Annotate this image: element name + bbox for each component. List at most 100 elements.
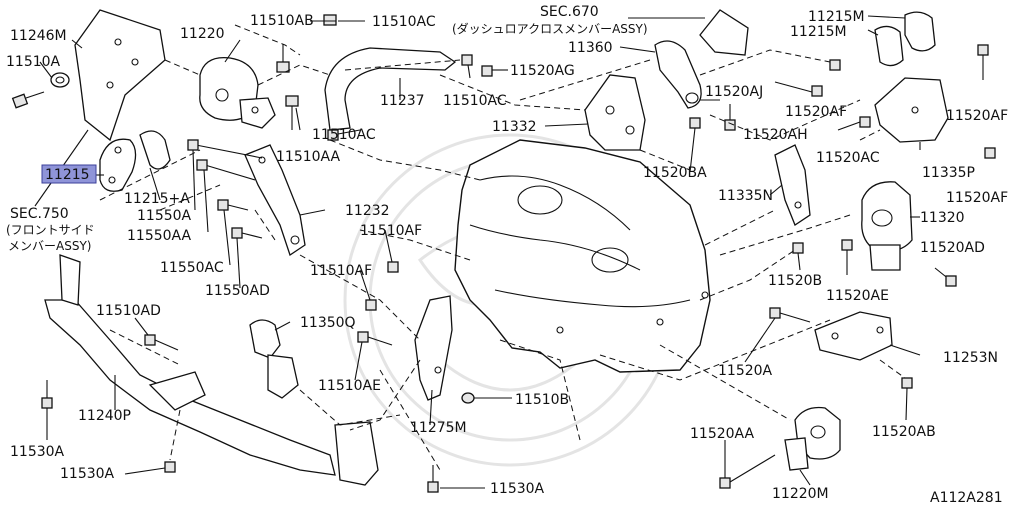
label-11550aa[interactable]: 11550AA: [127, 228, 192, 244]
bolt-11530a-mid: [164, 461, 176, 473]
bracket-11335n: [774, 144, 811, 226]
engine-block: [454, 139, 711, 373]
label-11520a[interactable]: 11520A: [718, 363, 773, 379]
bracket-11335p: [874, 77, 949, 143]
bolt-11510ab: [276, 44, 290, 73]
bolt-11520ba: [689, 117, 701, 129]
crossmember-11240p: [44, 254, 379, 486]
bolt-11510ac-low: [327, 129, 361, 141]
bolt-11520af-mid: [829, 59, 841, 71]
bolt-11520a: [769, 307, 811, 323]
bolt-11510ad: [144, 334, 179, 351]
link-11215: [99, 138, 137, 192]
label-11253n[interactable]: 11253N: [943, 350, 998, 366]
label-11275m[interactable]: 11275M: [410, 420, 467, 436]
label-11520ag[interactable]: 11520AG: [510, 63, 575, 79]
label-11510ad[interactable]: 11510AD: [96, 303, 161, 319]
bolt-11550ac: [217, 199, 249, 211]
label-11510b[interactable]: 11510B: [515, 392, 569, 408]
label-11520aj[interactable]: 11520AJ: [705, 84, 763, 100]
link-11215a: [139, 130, 171, 170]
bolt-11520ae: [841, 239, 853, 275]
label-11530a-3[interactable]: 11530A: [490, 481, 545, 497]
label-11530a-2[interactable]: 11530A: [60, 466, 115, 482]
bracket-11360: [654, 9, 749, 109]
label-11360[interactable]: 11360: [568, 40, 613, 56]
bolt-11510ac-top: [323, 14, 337, 26]
label-11320[interactable]: 11320: [920, 210, 965, 226]
bolt-11520aj: [724, 104, 736, 131]
label-11332[interactable]: 11332: [492, 119, 537, 135]
highlight-box: [41, 164, 97, 184]
label-11520ab[interactable]: 11520AB: [872, 424, 936, 440]
label-11510ab[interactable]: 11510AB: [250, 13, 314, 29]
label-11510ae[interactable]: 11510AE: [318, 378, 381, 394]
label-11510af-2[interactable]: 11510AF: [310, 263, 372, 279]
label-11510af-1[interactable]: 11510AF: [360, 223, 422, 239]
bracket-11253n: [814, 311, 893, 361]
label-11510ac-top[interactable]: 11510AC: [372, 14, 436, 30]
mount-11220m: [784, 406, 841, 471]
bolt-11550a: [187, 139, 263, 159]
label-11520af-3[interactable]: 11520AF: [946, 190, 1008, 206]
dashed-guides: [99, 24, 906, 471]
bolt-11510aa: [285, 95, 299, 130]
sec750-bracket: [74, 9, 166, 142]
label-11246m[interactable]: 11246M: [10, 28, 67, 44]
label-sec670-desc: (ダッシュロアクロスメンバーASSY): [452, 21, 648, 36]
label-11520ae[interactable]: 11520AE: [826, 288, 889, 304]
label-11550ad[interactable]: 11550AD: [205, 283, 270, 299]
label-11335p[interactable]: 11335P: [922, 165, 975, 181]
label-11240p[interactable]: 11240P: [78, 408, 131, 424]
bolt-11510af-b: [365, 299, 377, 311]
mount-11220: [199, 56, 276, 129]
label-11550a[interactable]: 11550A: [137, 208, 192, 224]
label-11510a[interactable]: 11510A: [6, 54, 61, 70]
label-sec750[interactable]: SEC.750: [10, 206, 69, 222]
label-11510ac-low[interactable]: 11510AC: [312, 127, 376, 143]
label-sec750-desc2: メンバーASSY): [8, 239, 91, 253]
label-11220m[interactable]: 11220M: [772, 486, 829, 502]
part-labels: 11246M 11510A 11220 11510AB 11510AC SEC.…: [6, 4, 1008, 506]
bolt-11510ae: [357, 331, 393, 346]
bolt-11520ah: [774, 81, 823, 97]
bracket-11237: [324, 47, 457, 131]
label-11520aa[interactable]: 11520AA: [690, 426, 755, 442]
nut-11520b: [792, 242, 804, 254]
label-11232[interactable]: 11232: [345, 203, 390, 219]
label-11520ah[interactable]: 11520AH: [743, 127, 808, 143]
bracket-11332: [584, 74, 646, 151]
bolt-11510ac-mid: [461, 54, 473, 66]
nut-11510b: [461, 392, 475, 404]
bolt-11520ac-right: [837, 116, 871, 131]
washer-11246m: [50, 72, 70, 88]
label-11215m-1[interactable]: 11215M: [808, 9, 865, 25]
label-11520af-2[interactable]: 11520AF: [946, 108, 1008, 124]
label-11520b[interactable]: 11520B: [768, 273, 822, 289]
label-11215[interactable]: 11215: [45, 167, 90, 183]
label-11550ac[interactable]: 11550AC: [160, 260, 224, 276]
label-sec750-desc1: (フロントサイド: [6, 223, 95, 237]
label-sec670[interactable]: SEC.670: [540, 4, 599, 20]
label-11510ac-mid[interactable]: 11510AC: [443, 93, 507, 109]
bolt-11520aa: [719, 454, 776, 489]
label-11215m-2[interactable]: 11215M: [790, 24, 847, 40]
label-11215a[interactable]: 11215+A: [124, 191, 190, 207]
label-11520ba[interactable]: 11520BA: [643, 165, 707, 181]
label-11237[interactable]: 11237: [380, 93, 425, 109]
bolt-11530a-left: [41, 380, 53, 409]
label-11520af-1[interactable]: 11520AF: [785, 104, 847, 120]
label-11510aa[interactable]: 11510AA: [276, 149, 341, 165]
label-11335n[interactable]: 11335N: [718, 188, 773, 204]
bolt-11510a: [11, 91, 45, 109]
label-11530a-1[interactable]: 11530A: [10, 444, 65, 460]
label-11520ac[interactable]: 11520AC: [816, 150, 880, 166]
pad-11215m-b: [874, 25, 904, 67]
leader-lines: [34, 15, 921, 489]
bolt-11550aa: [196, 159, 256, 181]
label-11350q[interactable]: 11350Q: [300, 315, 356, 331]
label-11520ad[interactable]: 11520AD: [920, 240, 985, 256]
bolt-11520af-right: [984, 147, 996, 159]
label-11220[interactable]: 11220: [180, 26, 225, 42]
